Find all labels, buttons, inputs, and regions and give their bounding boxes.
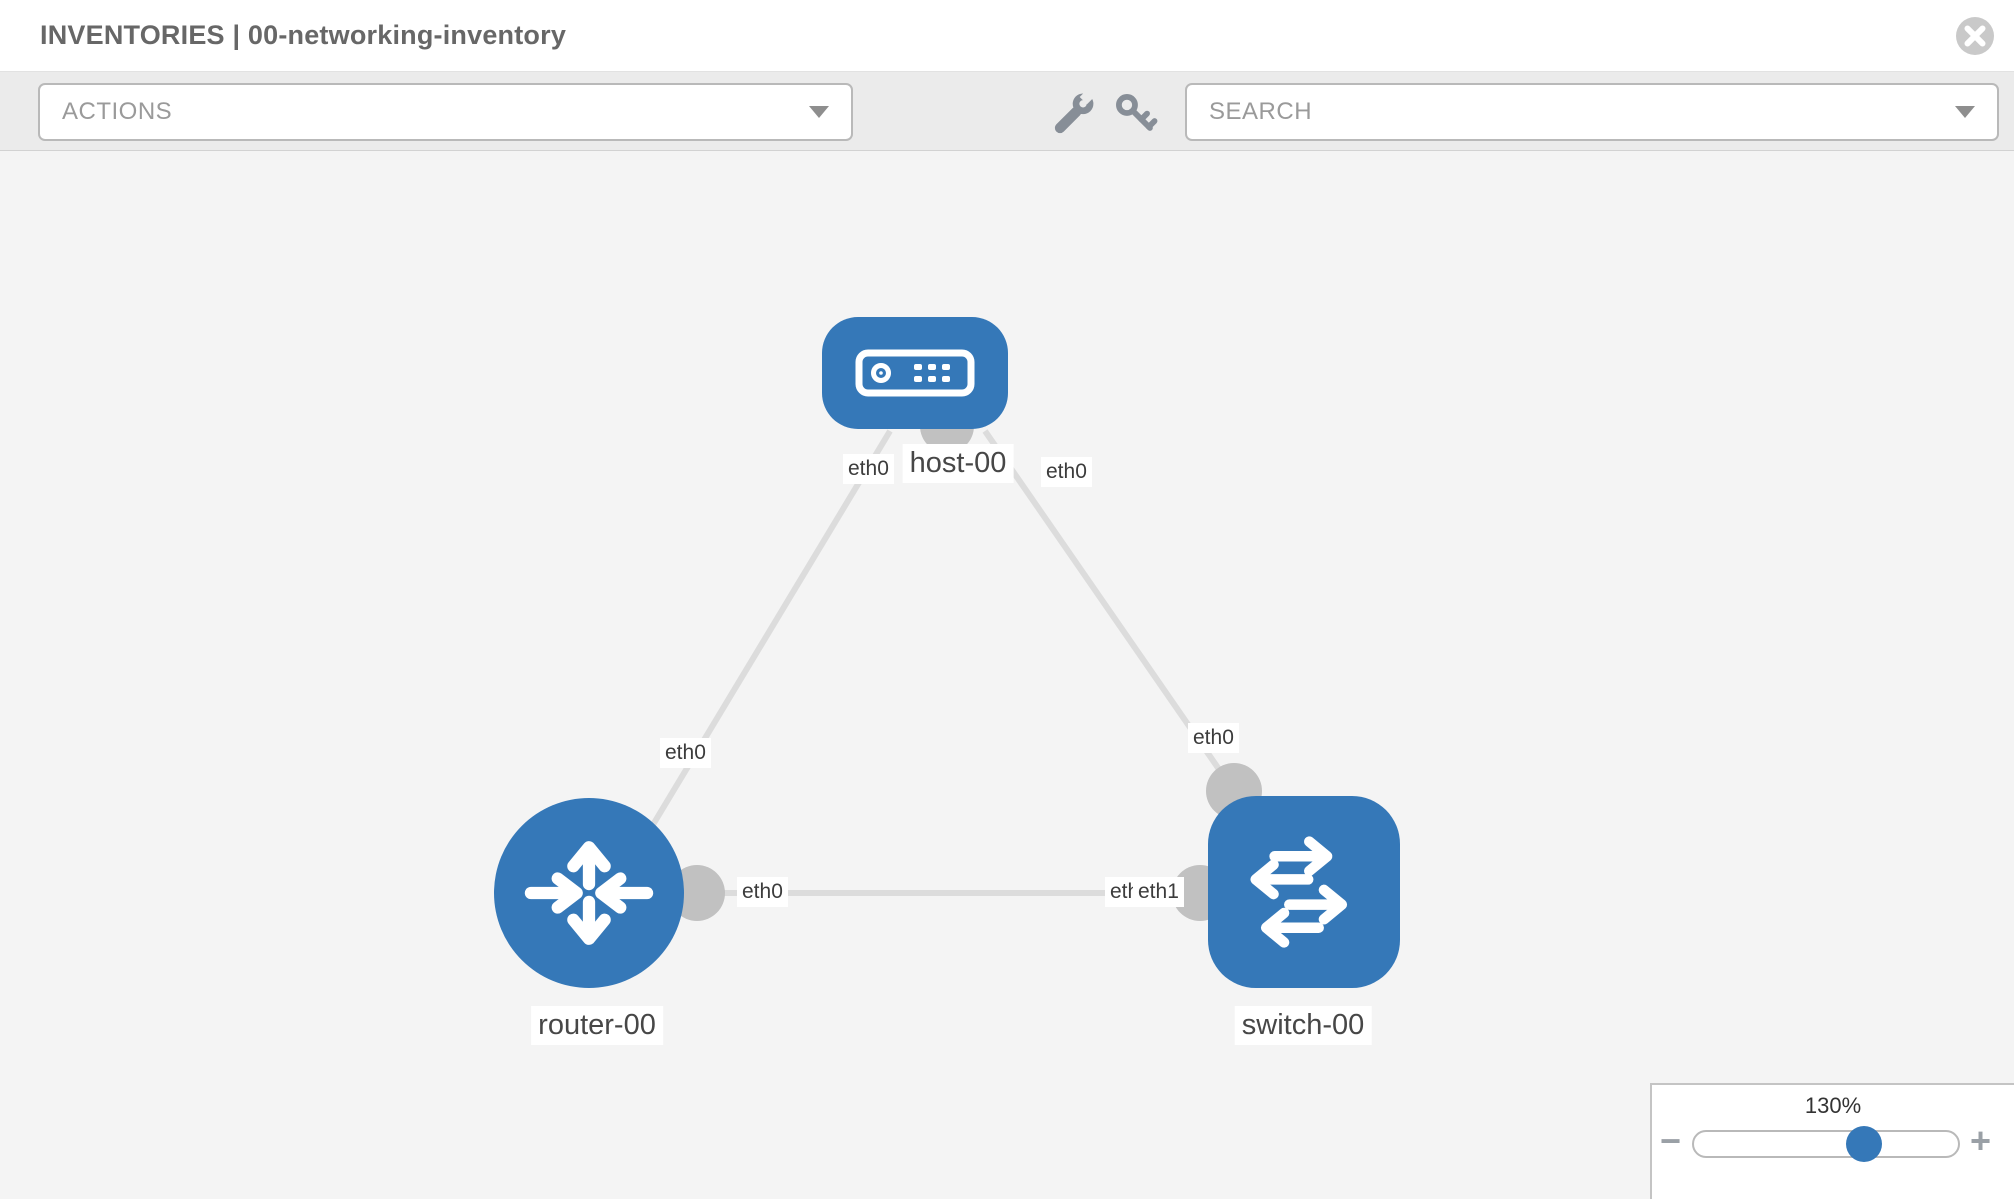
interface-label-switch-eth1: eth1 (1133, 877, 1184, 907)
topology-canvas[interactable]: eth0 eth0 eth0 eth0 eth0 eth0 eth1 host-… (0, 151, 2014, 1199)
interface-label-router-eth0-right: eth0 (737, 877, 788, 907)
interface-label-router-eth0-top: eth0 (660, 738, 711, 768)
interface-label-host-eth0-right: eth0 (1041, 457, 1092, 487)
link-host-router (645, 429, 893, 835)
zoom-slider-track[interactable] (1692, 1130, 1960, 1158)
switch-icon (1250, 836, 1348, 948)
chevron-down-icon (809, 106, 829, 118)
close-icon (1956, 17, 1994, 55)
node-host-00[interactable] (822, 317, 1008, 429)
zoom-level-value: 130% (1804, 1093, 1862, 1118)
node-label-host-00: host-00 (902, 444, 1014, 483)
zoom-control-panel: 130% − + (1650, 1083, 2014, 1199)
wrench-icon[interactable] (1052, 90, 1098, 136)
page-title: INVENTORIES | 00-networking-inventory (40, 20, 567, 50)
zoom-in-button[interactable]: + (1970, 1120, 1992, 1161)
search-dropdown[interactable]: SEARCH (1185, 83, 1999, 141)
node-label-switch-00: switch-00 (1234, 1006, 1372, 1045)
router-icon (524, 841, 654, 945)
key-icon[interactable] (1112, 90, 1158, 136)
zoom-slider-thumb[interactable] (1846, 1126, 1882, 1162)
page-header: INVENTORIES | 00-networking-inventory (0, 0, 2014, 71)
zoom-out-button[interactable]: − (1660, 1120, 1682, 1161)
topology-links-layer (640, 399, 1262, 921)
chevron-down-icon (1955, 106, 1975, 118)
node-switch-00[interactable] (1208, 796, 1400, 988)
node-label-router-00: router-00 (531, 1006, 663, 1045)
actions-dropdown-label: ACTIONS (62, 98, 173, 125)
node-router-00[interactable] (494, 798, 684, 988)
search-dropdown-label: SEARCH (1209, 98, 1313, 125)
actions-dropdown[interactable]: ACTIONS (38, 83, 853, 141)
close-button[interactable] (1954, 15, 1996, 57)
interface-label-host-eth0-left: eth0 (843, 454, 894, 484)
toolbar: ACTIONS SEARCH (0, 71, 2014, 151)
interface-label-switch-eth0-top: eth0 (1188, 723, 1239, 753)
host-icon (855, 349, 975, 397)
